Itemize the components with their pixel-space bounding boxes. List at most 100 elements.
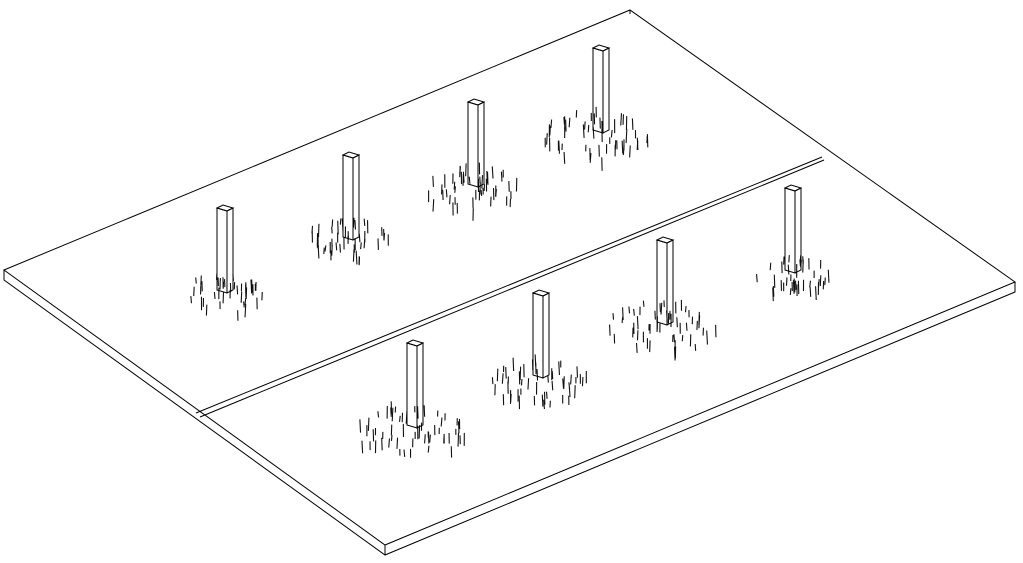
hatch-mark xyxy=(563,117,565,125)
hatch-mark xyxy=(558,140,561,154)
columns xyxy=(190,44,830,458)
soil-hatching xyxy=(609,299,717,361)
hatch-mark xyxy=(377,411,380,418)
hatch-mark xyxy=(396,437,399,449)
column-5 xyxy=(359,339,465,458)
hatch-mark xyxy=(610,129,613,138)
hatch-mark xyxy=(787,264,790,275)
hatch-mark xyxy=(563,376,565,390)
hatch-mark xyxy=(339,243,341,253)
hatch-mark xyxy=(424,434,426,444)
hatch-mark xyxy=(440,417,443,427)
hatch-mark xyxy=(480,189,483,196)
hatch-mark xyxy=(609,324,611,336)
hatch-mark xyxy=(568,117,571,128)
hatch-mark xyxy=(527,378,530,390)
hatch-mark xyxy=(391,407,394,422)
divider-line xyxy=(195,156,823,414)
hatch-mark xyxy=(427,445,430,453)
hatch-mark xyxy=(243,301,245,308)
hatch-mark xyxy=(324,245,327,252)
column-face-side xyxy=(226,207,234,294)
hatch-mark xyxy=(792,280,795,294)
hatch-mark xyxy=(512,357,515,372)
column-face-side xyxy=(352,154,360,241)
hatch-mark xyxy=(589,153,592,163)
hatch-mark xyxy=(633,308,635,316)
soil-hatching xyxy=(491,354,587,410)
hatch-mark xyxy=(354,220,357,230)
hatch-mark xyxy=(481,175,484,189)
hatch-mark xyxy=(817,279,820,288)
hatch-mark xyxy=(584,121,586,130)
hatch-mark xyxy=(620,113,623,126)
hatch-mark xyxy=(363,218,366,226)
divider-line-lower xyxy=(199,159,825,418)
column-face-front xyxy=(532,292,544,379)
hatch-mark xyxy=(360,242,362,250)
hatch-mark xyxy=(698,315,701,329)
hatch-mark xyxy=(449,195,451,205)
hatch-mark xyxy=(642,300,645,307)
hatch-mark xyxy=(383,232,386,241)
hatch-mark xyxy=(827,269,830,283)
hatch-mark xyxy=(568,387,571,397)
hatch-mark xyxy=(388,438,391,448)
hatch-mark xyxy=(635,342,638,353)
hatch-mark xyxy=(519,366,522,381)
column-7 xyxy=(609,236,717,361)
hatch-mark xyxy=(612,313,615,320)
hatch-mark xyxy=(432,199,435,212)
hatch-mark xyxy=(676,317,678,328)
column-face-front xyxy=(784,187,796,274)
hatch-mark xyxy=(706,330,708,345)
hatch-mark xyxy=(244,297,247,306)
hatch-mark xyxy=(545,391,548,399)
hatch-mark xyxy=(809,286,812,297)
hatch-mark xyxy=(551,380,554,391)
hatch-mark xyxy=(468,176,471,184)
column-face-side xyxy=(542,292,550,379)
hatch-mark xyxy=(339,218,342,225)
hatch-mark xyxy=(576,366,579,378)
hatch-mark xyxy=(815,286,817,300)
soil-hatching xyxy=(359,401,465,458)
hatch-mark xyxy=(445,189,448,198)
soil-hatching xyxy=(311,217,389,266)
hatch-mark xyxy=(621,316,624,324)
hatch-mark xyxy=(570,374,572,385)
hatch-mark xyxy=(558,361,561,376)
hatch-mark xyxy=(195,277,197,284)
hatch-mark xyxy=(200,275,202,286)
hatch-mark xyxy=(355,250,358,265)
hatch-mark xyxy=(673,334,676,343)
column-face-front xyxy=(406,342,418,429)
column-6 xyxy=(491,289,587,410)
hatch-mark xyxy=(398,415,401,422)
hatch-mark xyxy=(546,133,548,145)
hatch-mark xyxy=(335,242,338,251)
column-2 xyxy=(311,151,389,266)
hatch-mark xyxy=(582,124,585,138)
hatch-mark xyxy=(417,406,419,419)
hatch-mark xyxy=(491,166,494,179)
hatch-mark xyxy=(453,181,456,190)
column-face-front xyxy=(467,101,479,188)
column-face-front xyxy=(656,239,668,326)
column-8 xyxy=(755,184,830,302)
hatch-mark xyxy=(636,316,639,330)
hatch-mark xyxy=(631,118,634,130)
column-3 xyxy=(428,98,518,221)
hatch-mark xyxy=(628,306,631,314)
column-face-front xyxy=(342,154,354,241)
hatch-mark xyxy=(213,291,216,299)
hatch-mark xyxy=(772,287,774,302)
hatch-mark xyxy=(454,186,456,193)
hatch-mark xyxy=(363,239,366,249)
slab-thickness-edge xyxy=(3,270,1016,556)
hatch-mark xyxy=(251,279,253,293)
hatch-mark xyxy=(769,262,772,271)
hatch-mark xyxy=(685,322,688,331)
hatch-mark xyxy=(550,119,553,129)
